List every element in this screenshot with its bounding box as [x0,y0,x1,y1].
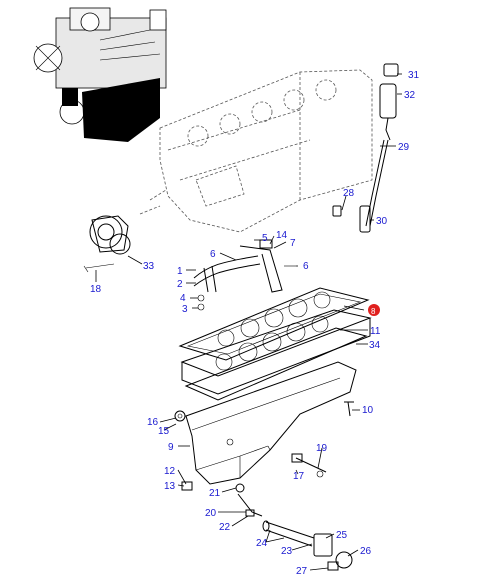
oil-pan-spacer-plate [180,309,372,401]
bolt-18 [83,263,115,273]
callout-12[interactable]: 12 [164,466,176,477]
callout-8[interactable]: 8 [371,307,376,316]
callout-27[interactable]: 27 [296,566,308,577]
callout-13[interactable]: 13 [164,481,176,492]
callout-1[interactable]: 1 [177,266,183,277]
bolt-10 [344,401,354,417]
callout-28[interactable]: 28 [343,188,355,199]
oil-pan-gasket [178,287,370,361]
callout-23[interactable]: 23 [281,546,293,557]
callout-7[interactable]: 7 [290,238,296,249]
callout-3[interactable]: 3 [182,304,188,315]
callout-34[interactable]: 34 [369,340,381,351]
callout-14[interactable]: 14 [276,230,288,241]
drain-pipe-assembly [235,483,353,571]
callout-6-upper[interactable]: 6 [210,249,216,260]
callout-19[interactable]: 19 [316,443,328,454]
callout-32[interactable]: 32 [404,90,416,101]
highlight-badge [368,304,380,316]
leader-lines [95,73,402,571]
callout-20[interactable]: 20 [205,508,217,519]
callout-5[interactable]: 5 [262,233,268,244]
callout-10[interactable]: 10 [362,405,374,416]
callout-18[interactable]: 18 [90,284,102,295]
callout-29[interactable]: 29 [398,142,410,153]
callout-33[interactable]: 33 [143,261,155,272]
callout-30[interactable]: 30 [376,216,388,227]
oil-pump [89,215,131,255]
oil-pan [185,361,357,485]
plug-15-16 [174,410,186,422]
engine-thumbnail [33,7,167,142]
callout-6-lower[interactable]: 6 [303,261,309,272]
callout-17[interactable]: 17 [293,471,305,482]
callout-24[interactable]: 24 [256,538,268,549]
suction-pipe [193,239,296,311]
callout-26[interactable]: 26 [360,546,372,557]
callout-15[interactable]: 15 [158,426,170,437]
callout-labels: 31 32 29 28 30 33 18 6 5 14 7 6 1 2 4 3 … [90,70,420,577]
callout-21[interactable]: 21 [209,488,221,499]
callout-31[interactable]: 31 [408,70,420,81]
callout-4[interactable]: 4 [180,293,186,304]
callout-22[interactable]: 22 [219,522,231,533]
dipstick-assembly [332,63,399,233]
callout-25[interactable]: 25 [336,530,348,541]
callout-9[interactable]: 9 [168,442,174,453]
callout-16[interactable]: 16 [147,417,159,428]
callout-11[interactable]: 11 [370,326,381,337]
engine-block-outline [139,69,373,233]
callout-2[interactable]: 2 [177,279,183,290]
oil-level-sensor [291,453,327,478]
